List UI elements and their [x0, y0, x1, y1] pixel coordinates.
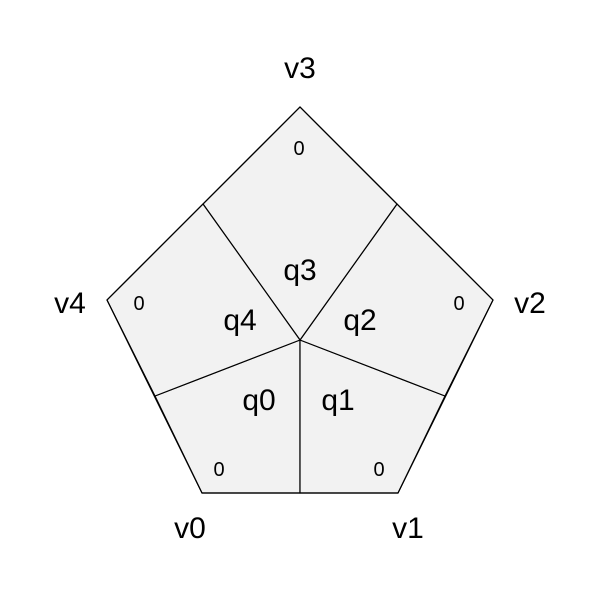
quad-label-q3: q3	[283, 254, 316, 287]
quad-label-q4: q4	[223, 304, 256, 337]
corner-value-v0: 0	[213, 459, 224, 481]
quad-label-q2: q2	[343, 304, 376, 337]
vertex-label-v4: v4	[54, 287, 86, 320]
vertex-label-v3: v3	[284, 52, 316, 85]
corner-value-v2: 0	[453, 293, 464, 315]
quad-label-q1: q1	[321, 384, 354, 417]
quad-label-q0: q0	[242, 384, 275, 417]
pentagon-outline	[106, 106, 494, 494]
corner-value-v3: 0	[293, 138, 304, 160]
corner-value-v4: 0	[133, 293, 144, 315]
vertex-label-v0: v0	[174, 512, 206, 545]
vertex-label-v2: v2	[514, 287, 546, 320]
vertex-label-v1: v1	[392, 512, 424, 545]
corner-value-v1: 0	[373, 459, 384, 481]
